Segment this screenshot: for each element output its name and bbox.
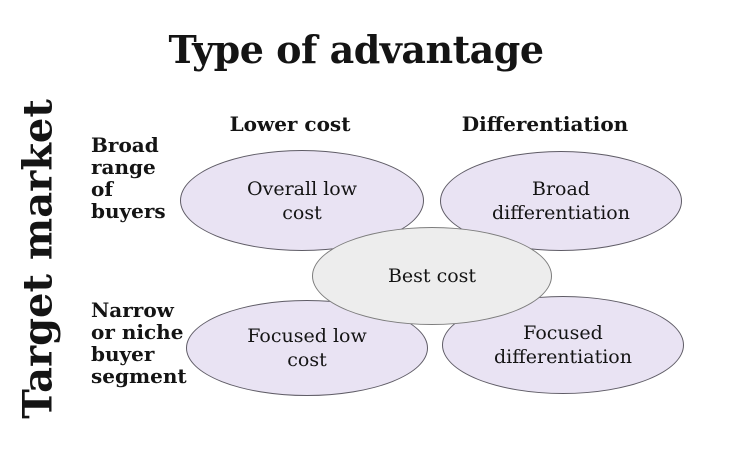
ellipse-label-overall-low-cost: Overall low cost <box>247 177 357 224</box>
ellipse-best-cost: Best cost <box>312 227 552 325</box>
row-label-narrow-niche-buyer-segment: Narrow or niche buyer segment <box>91 298 187 388</box>
ellipse-label-focused-low-cost: Focused low cost <box>247 325 367 371</box>
ellipse-label-focused-differentiation: Focused differentiation <box>494 322 632 368</box>
ellipse-overall-low-cost: Overall low cost <box>180 150 424 251</box>
ellipse-label-broad-differentiation: Broad differentiation <box>492 178 630 224</box>
column-header-differentiation: Differentiation <box>461 112 629 136</box>
column-header-lower-cost: Lower cost <box>229 112 351 136</box>
page-title: Type of advantage <box>168 27 544 72</box>
ellipse-label-best-cost: Best cost <box>387 265 477 287</box>
y-axis-label-target-market: Target market <box>14 99 62 419</box>
row-label-broad-range-of-buyers: Broad range of buyers <box>91 133 166 223</box>
ellipse-focused-low-cost: Focused low cost <box>186 300 428 396</box>
